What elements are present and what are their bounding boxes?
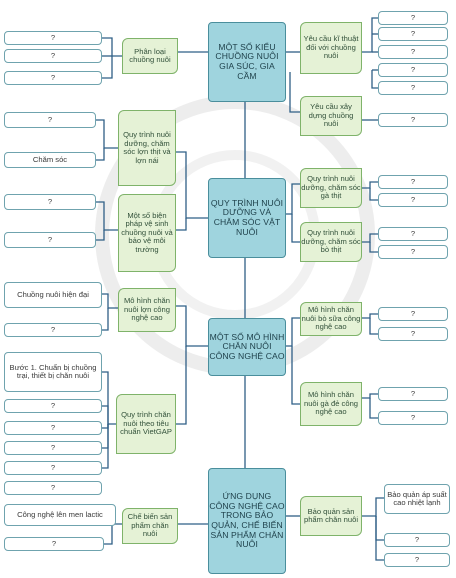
- leaf-box[interactable]: ?: [378, 27, 448, 41]
- leaf-box[interactable]: ?: [4, 112, 96, 128]
- leaf-box[interactable]: ?: [384, 553, 450, 567]
- center-node-mo-hinh: MỘT SỐ MÔ HÌNH CHĂN NUÔI CÔNG NGHỆ CAO: [208, 318, 286, 376]
- leaf-box[interactable]: ?: [4, 49, 102, 63]
- sub-quy-trinh-ga: Quy trình nuôi dưỡng, chăm sóc gà thịt: [300, 168, 362, 208]
- sub-mo-hinh-lon: Mô hình chăn nuôi lợn công nghệ cao: [118, 288, 176, 332]
- leaf-box[interactable]: ?: [378, 245, 448, 259]
- sub-phan-loai: Phân loại chuồng nuôi: [122, 38, 178, 74]
- center-node-quy-trinh: QUY TRÌNH NUÔI DƯỠNG VÀ CHĂM SÓC VẬT NUÔ…: [208, 178, 286, 258]
- leaf-box[interactable]: ?: [4, 421, 102, 435]
- leaf-box[interactable]: ?: [378, 411, 448, 425]
- sub-quy-trinh-lon: Quy trình nuôi dưỡng, chăm sóc lợn thịt …: [118, 110, 176, 186]
- leaf-box[interactable]: ?: [378, 307, 448, 321]
- leaf-box-buoc-1: Bước 1. Chuẩn bị chuồng trại, thiết bị c…: [4, 352, 102, 392]
- leaf-box[interactable]: ?: [378, 81, 448, 95]
- leaf-box[interactable]: ?: [378, 113, 448, 127]
- leaf-box[interactable]: ?: [4, 232, 96, 248]
- leaf-box-cham-soc: Chăm sóc: [4, 152, 96, 168]
- leaf-box[interactable]: ?: [4, 323, 102, 337]
- leaf-box[interactable]: ?: [378, 63, 448, 77]
- center-node-chuong-nuoi: MỘT SỐ KIỂU CHUỒNG NUÔI GIA SÚC, GIA CẦM: [208, 22, 286, 102]
- sub-quy-trinh-bo: Quy trình nuôi dưỡng, chăm sóc bò thịt: [300, 222, 362, 262]
- leaf-box[interactable]: ?: [384, 533, 450, 547]
- leaf-box[interactable]: ?: [4, 441, 102, 455]
- leaf-box[interactable]: ?: [378, 45, 448, 59]
- sub-yeu-cau-xay-dung: Yêu cầu xây dựng chuồng nuôi: [300, 96, 362, 136]
- leaf-box[interactable]: ?: [4, 194, 96, 210]
- leaf-box[interactable]: ?: [4, 399, 102, 413]
- sub-mo-hinh-bo-sua: Mô hình chăn nuôi bò sữa công nghệ cao: [300, 302, 362, 336]
- leaf-box[interactable]: ?: [378, 227, 448, 241]
- sub-yeu-cau-ki-thuat: Yêu cầu kĩ thuật đối với chuồng nuôi: [300, 22, 362, 74]
- leaf-box[interactable]: ?: [4, 537, 104, 551]
- leaf-box[interactable]: ?: [378, 175, 448, 189]
- sub-vietgap: Quy trình chăn nuôi theo tiêu chuẩn Viet…: [116, 394, 176, 454]
- sub-che-bien: Chế biến sản phẩm chăn nuôi: [122, 508, 178, 544]
- leaf-box[interactable]: ?: [4, 31, 102, 45]
- sub-mo-hinh-ga-de: Mô hình chăn nuôi gà đẻ công nghệ cao: [300, 382, 362, 426]
- leaf-box-len-men-lactic: Công nghệ lên men lactic: [4, 504, 116, 526]
- leaf-box[interactable]: ?: [378, 11, 448, 25]
- sub-bien-phap-ve-sinh: Một số biện pháp vệ sinh chuồng nuôi và …: [118, 194, 176, 272]
- leaf-box[interactable]: ?: [378, 193, 448, 207]
- leaf-box[interactable]: ?: [378, 387, 448, 401]
- leaf-box-chuong-nuoi-hien-dai: Chuồng nuôi hiện đại: [4, 282, 102, 308]
- leaf-box[interactable]: ?: [4, 461, 102, 475]
- leaf-box-ap-suat-cao: Bảo quản áp suất cao nhiệt lạnh: [384, 484, 450, 514]
- leaf-box[interactable]: ?: [4, 71, 102, 85]
- leaf-box[interactable]: ?: [378, 327, 448, 341]
- center-node-ung-dung: ỨNG DỤNG CÔNG NGHỆ CAO TRONG BẢO QUẢN, C…: [208, 468, 286, 574]
- leaf-box[interactable]: ?: [4, 481, 102, 495]
- sub-bao-quan: Bảo quản sản phẩm chăn nuôi: [300, 496, 362, 536]
